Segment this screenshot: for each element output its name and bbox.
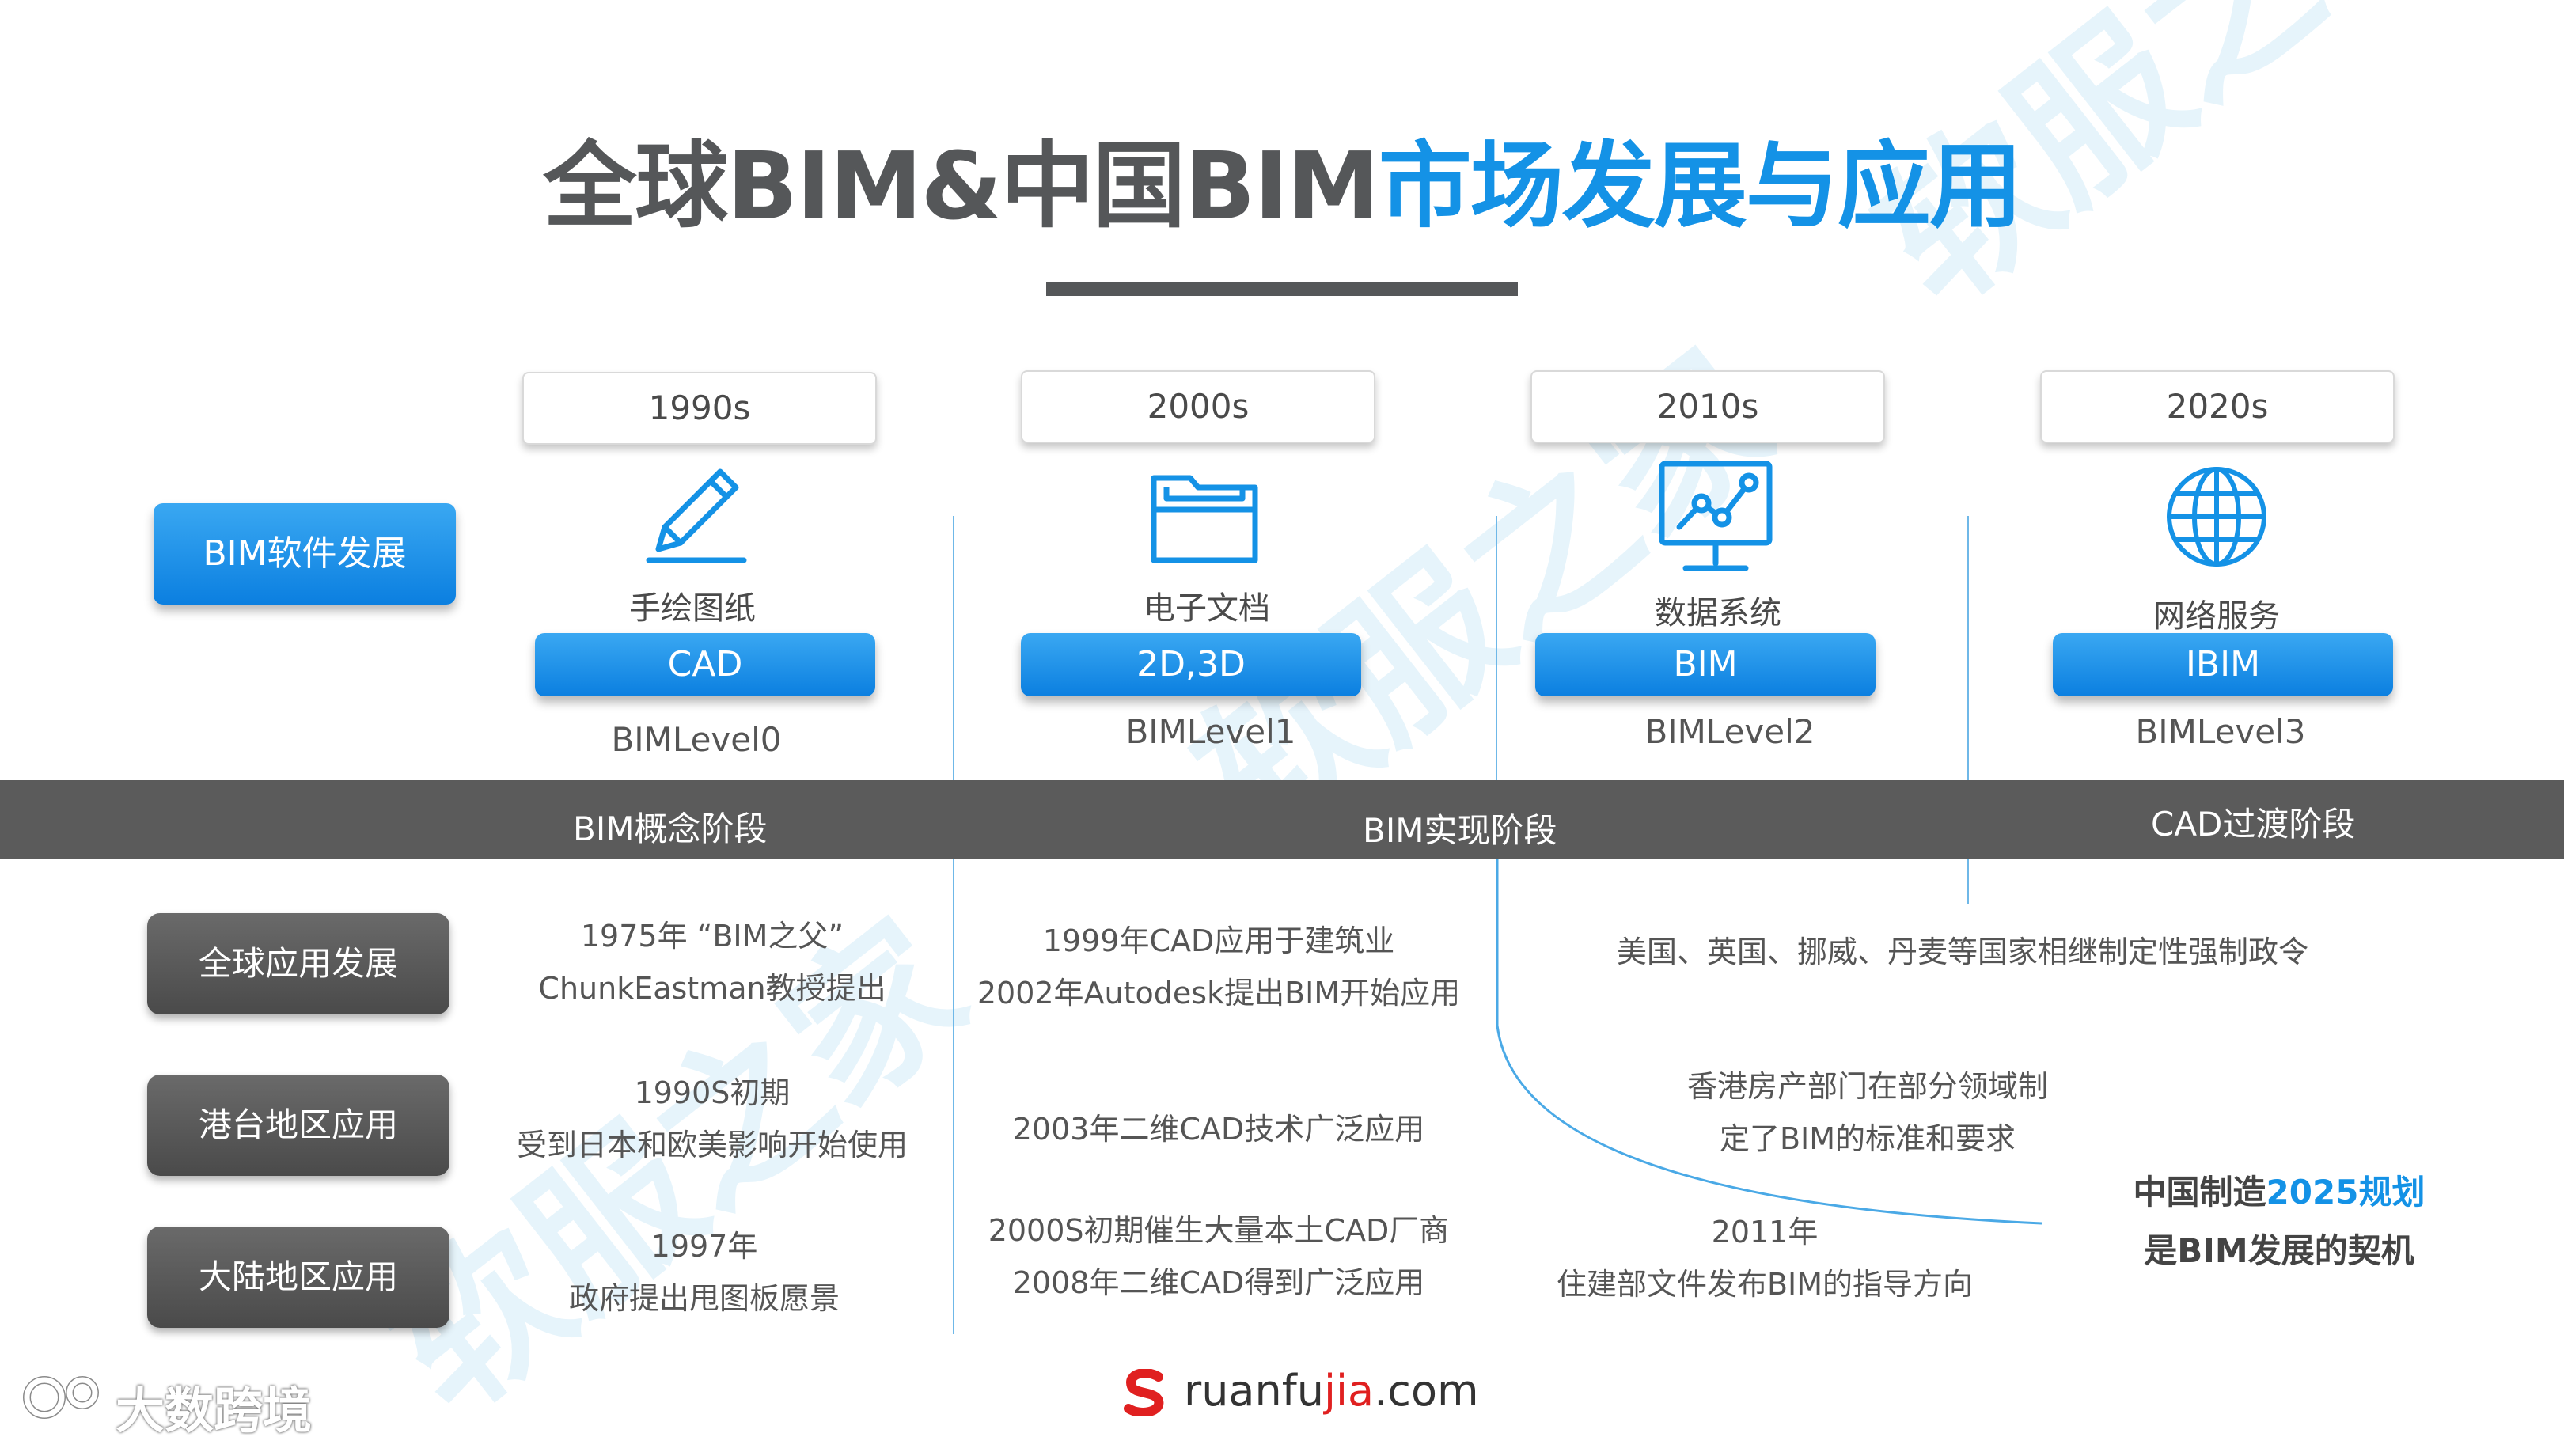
- corner-mark-text: 大数跨境: [116, 1382, 313, 1439]
- global-c3: 美国、英国、挪威、丹麦等国家相继制定性强制政令: [1551, 926, 2374, 978]
- mainland-c2-line2: 2008年二维CAD得到广泛应用: [1012, 1265, 1425, 1300]
- decade-2010s: 2010s: [1530, 370, 1885, 443]
- global-c2-line2: 2002年Autodesk提出BIM开始应用: [977, 976, 1461, 1010]
- row-label-software[interactable]: BIM软件发展: [154, 503, 456, 605]
- tech-button-2d3d[interactable]: 2D,3D: [1021, 633, 1361, 696]
- mainland-c1-line2: 政府提出甩图板愿景: [568, 1281, 840, 1316]
- hktw-c3-line2: 定了BIM的标准和要求: [1719, 1121, 2016, 1156]
- software-label-2: 电子文档: [1144, 590, 1270, 627]
- row-label-global[interactable]: 全球应用发展: [147, 913, 449, 1014]
- corner-logo-icon: [16, 1369, 111, 1428]
- hktw-c1-line1: 1990S初期: [634, 1075, 791, 1110]
- level-0: BIMLevel0: [611, 720, 782, 759]
- row-label-hktw[interactable]: 港台地区应用: [147, 1075, 449, 1176]
- global-c1-line2: ChunkEastman教授提出: [538, 971, 886, 1006]
- divider-line-1: [953, 516, 954, 1334]
- mainland-c3-line2: 住建部文件发布BIM的指导方向: [1556, 1267, 1974, 1302]
- global-c1-line1: 1975年 “BIM之父”: [580, 919, 844, 954]
- tech-button-cad[interactable]: CAD: [535, 633, 875, 696]
- hktw-c1-line2: 受到日本和欧美影响开始使用: [516, 1128, 908, 1162]
- mainland-c1: 1997年 政府提出甩图板愿景: [491, 1220, 918, 1325]
- software-label-4: 网络服务: [2153, 598, 2280, 635]
- global-c3-line1: 美国、英国、挪威、丹麦等国家相继制定性强制政令: [1616, 935, 2308, 969]
- page-title: 全球BIM&中国BIM市场发展与应用: [0, 119, 2564, 253]
- pen-icon: [641, 464, 752, 567]
- row-label-mainland[interactable]: 大陆地区应用: [147, 1227, 449, 1328]
- hktw-c3-line1: 香港房产部门在部分领域制: [1686, 1069, 2048, 1104]
- plan-callout: 中国制造2025规划 是BIM发展的契机: [2089, 1163, 2469, 1280]
- ruanfujia-logo-icon: [1122, 1368, 1168, 1420]
- mainland-c2-line1: 2000S初期催生大量本土CAD厂商: [988, 1213, 1450, 1248]
- hktw-c1: 1990S初期 受到日本和欧美影响开始使用: [491, 1067, 934, 1171]
- decade-2020s: 2020s: [2040, 370, 2395, 443]
- hktw-c2-line1: 2003年二维CAD技术广泛应用: [1012, 1112, 1425, 1147]
- decade-2000s: 2000s: [1021, 370, 1375, 443]
- level-1: BIMLevel1: [1125, 712, 1296, 751]
- global-c2-line1: 1999年CAD应用于建筑业: [1042, 923, 1395, 958]
- software-label-3: 数据系统: [1655, 595, 1781, 631]
- divider-line-2: [1496, 516, 1497, 864]
- globe-icon: [2164, 464, 2270, 570]
- level-2: BIMLevel2: [1644, 712, 1815, 751]
- plan-line1-a: 中国制造: [2133, 1173, 2266, 1211]
- title-part-gray: 全球BIM&中国BIM: [543, 131, 1379, 241]
- phase-concept: BIM概念阶段: [573, 810, 768, 848]
- global-c1: 1975年 “BIM之父” ChunkEastman教授提出: [491, 910, 934, 1014]
- folder-icon: [1149, 467, 1260, 567]
- title-part-blue: 市场发展与应用: [1378, 131, 2023, 241]
- ruanfujia-logo-text[interactable]: ruanfujia.com: [1184, 1366, 1479, 1416]
- logo-part-c: .com: [1374, 1366, 1479, 1416]
- phase-implementation: BIM实现阶段: [1363, 811, 1557, 850]
- mainland-c3-line1: 2011年: [1711, 1215, 1819, 1249]
- tech-button-bim[interactable]: BIM: [1535, 633, 1876, 696]
- hktw-c3: 香港房产部门在部分领域制 定了BIM的标准和要求: [1646, 1060, 2089, 1165]
- plan-line2: 是BIM发展的契机: [2144, 1231, 2414, 1270]
- logo-part-b: jia: [1323, 1366, 1375, 1416]
- divider-line-3: [1967, 516, 1969, 904]
- plan-line1-b: 2025规划: [2266, 1173, 2426, 1211]
- phase-band: [0, 780, 2564, 859]
- mainland-c2: 2000S初期催生大量本土CAD厂商 2008年二维CAD得到广泛应用: [965, 1204, 1472, 1309]
- hktw-c2: 2003年二维CAD技术广泛应用: [965, 1103, 1472, 1155]
- global-c2: 1999年CAD应用于建筑业 2002年Autodesk提出BIM开始应用: [965, 915, 1472, 1019]
- mainland-c1-line1: 1997年: [650, 1229, 758, 1264]
- plan-line1: 中国制造2025规划: [2089, 1163, 2469, 1222]
- software-label-1: 手绘图纸: [629, 590, 756, 627]
- curve-connector: [1496, 859, 2042, 1225]
- level-3: BIMLevel3: [2135, 712, 2306, 751]
- title-underline: [1046, 282, 1518, 296]
- chart-monitor-icon: [1657, 459, 1774, 578]
- logo-part-a: ruanfu: [1184, 1366, 1324, 1416]
- decade-1990s: 1990s: [522, 372, 877, 445]
- tech-button-ibim[interactable]: IBIM: [2053, 633, 2393, 696]
- mainland-c3: 2011年 住建部文件发布BIM的指导方向: [1504, 1206, 2026, 1310]
- phase-cad-transition: CAD过渡阶段: [2151, 805, 2356, 844]
